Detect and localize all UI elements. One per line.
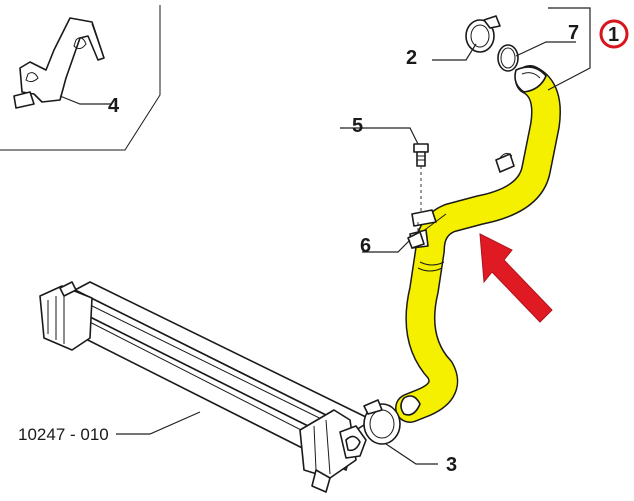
bracket-part-4 xyxy=(13,17,105,109)
inset-frame xyxy=(0,5,161,151)
callout-6: 6 xyxy=(360,235,371,257)
callout-3: 3 xyxy=(446,454,457,476)
callout-2: 2 xyxy=(406,47,417,69)
callout-1: 1 xyxy=(608,24,619,46)
intercooler xyxy=(39,281,373,493)
leader-lines xyxy=(59,7,591,465)
clamp-part-3 xyxy=(363,399,401,445)
clamp-part-2 xyxy=(465,15,501,53)
callout-4: 4 xyxy=(108,95,120,117)
callout-5: 5 xyxy=(352,115,363,137)
highlighted-hose xyxy=(395,65,561,423)
bolt-part-5 xyxy=(413,143,429,212)
callout-7: 7 xyxy=(568,22,579,44)
clip-part-6 xyxy=(407,222,425,249)
assembly-part-number: 10247 - 010 xyxy=(18,425,109,444)
arrow-pointer-icon xyxy=(479,233,553,323)
circle-marker-icon xyxy=(599,19,629,49)
o-ring-part-7 xyxy=(497,44,519,72)
